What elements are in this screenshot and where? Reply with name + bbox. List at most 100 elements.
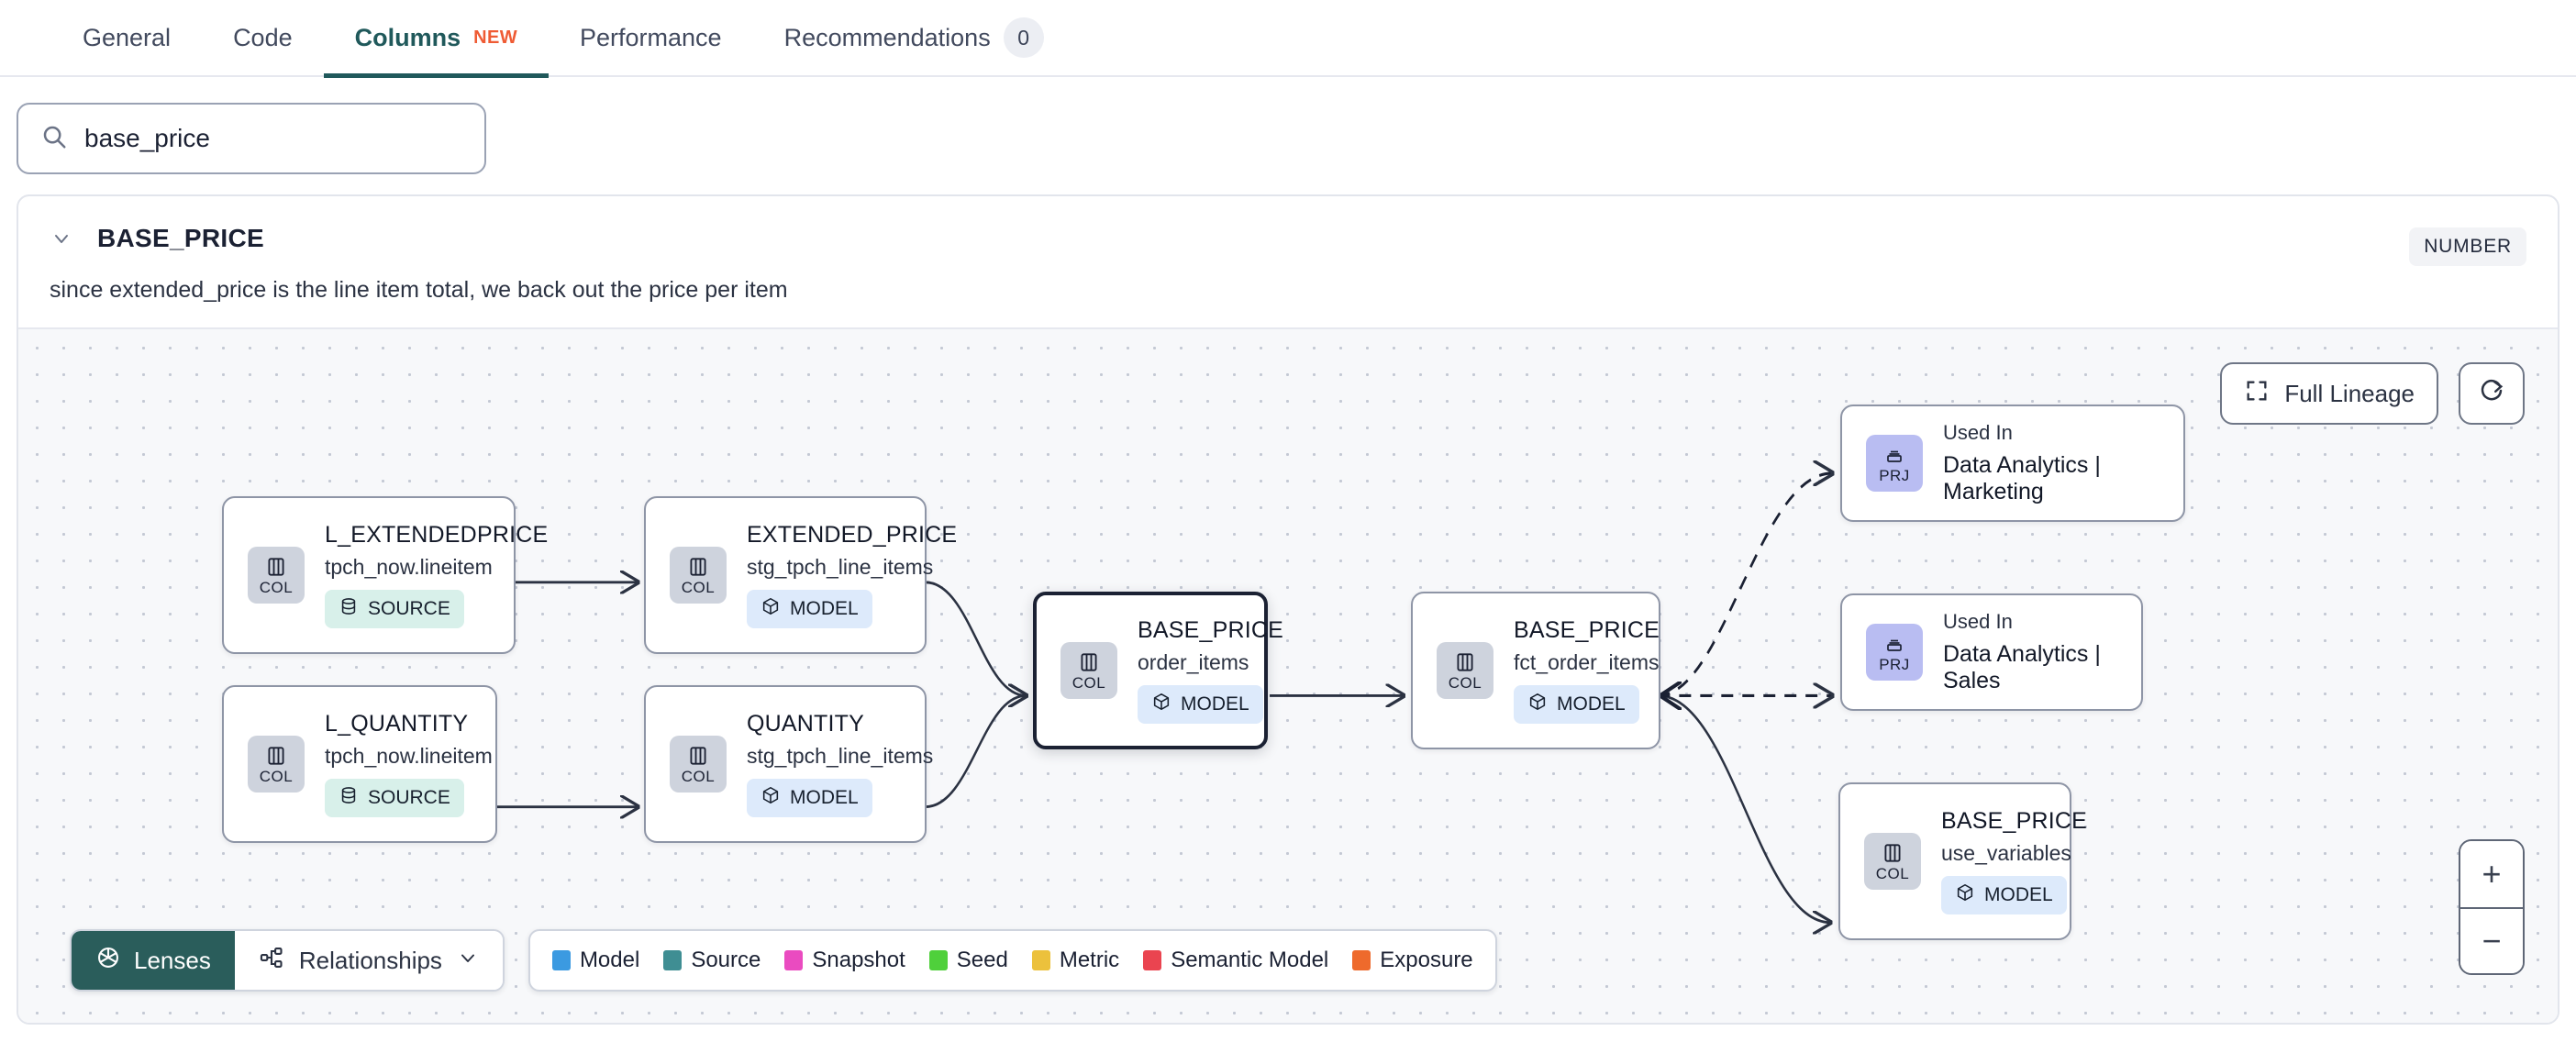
- node-subtitle: stg_tpch_line_items: [747, 555, 934, 579]
- lineage-node-quantity[interactable]: COL QUANTITY stg_tpch_line_items MODEL: [644, 685, 933, 843]
- new-badge: NEW: [473, 27, 517, 48]
- node-subtitle: stg_tpch_line_items: [747, 744, 934, 768]
- legend-item-seed: Seed: [928, 948, 1008, 973]
- legend-item-semantic-model: Semantic Model: [1143, 948, 1328, 973]
- relationships-button[interactable]: Relationships: [234, 931, 503, 990]
- cube-icon: [1527, 692, 1548, 717]
- lenses-group: Lenses Relationships: [70, 929, 505, 992]
- node-used-in-label: Used In: [1943, 421, 2013, 444]
- graph-icon: [259, 945, 284, 977]
- node-type-tag: MODEL: [747, 779, 872, 817]
- node-type-tag-label: MODEL: [1984, 884, 2053, 905]
- column-icon: COL: [670, 547, 727, 604]
- lineage-node-project-marketing[interactable]: PRJ Used In Data Analytics | Marketing: [1840, 405, 2185, 522]
- legend-swatch: [1143, 950, 1162, 970]
- node-subtitle: use_variables: [1941, 841, 2071, 865]
- canvas-bottom-bar: Lenses Relationships: [70, 929, 1497, 992]
- tab-label: Code: [233, 23, 293, 51]
- column-icon: COL: [248, 736, 305, 793]
- lineage-node-l-extendedprice[interactable]: COL L_EXTENDEDPRICE tpch_now.lineitem SO…: [222, 496, 548, 654]
- cube-icon: [761, 785, 781, 811]
- chevron-down-icon[interactable]: [50, 227, 73, 250]
- node-type-tag: MODEL: [747, 590, 872, 628]
- legend-item-metric: Metric: [1031, 948, 1119, 973]
- chevron-down-icon: [457, 947, 479, 975]
- database-icon: [339, 785, 359, 811]
- project-icon-label: PRJ: [1879, 467, 1910, 484]
- tab-label: Recommendations: [783, 23, 991, 51]
- lineage-node-extended-price[interactable]: COL EXTENDED_PRICE stg_tpch_line_items M…: [644, 496, 957, 654]
- tab-columns[interactable]: Columns NEW: [323, 0, 550, 78]
- lineage-node-base-price-fct-order-items[interactable]: COL BASE_PRICE fct_order_items MODEL: [1411, 592, 1660, 749]
- column-header: BASE_PRICE NUMBER: [18, 196, 2558, 266]
- aperture-icon: [95, 945, 121, 977]
- node-subtitle: tpch_now.lineitem: [325, 744, 493, 768]
- tab-performance[interactable]: Performance: [549, 0, 753, 76]
- column-description: since extended_price is the line item to…: [50, 277, 788, 303]
- lineage-node-base-price-use-variables[interactable]: COL BASE_PRICE use_variables MODEL: [1838, 782, 2087, 940]
- lineage-node-base-price-order-items[interactable]: COL BASE_PRICE order_items MODEL: [1033, 592, 1283, 749]
- column-type-badge: NUMBER: [2409, 227, 2526, 266]
- node-type-tag: SOURCE: [325, 590, 464, 628]
- legend-label: Source: [691, 948, 761, 972]
- search-area: [0, 77, 2576, 194]
- node-name: QUANTITY: [747, 711, 864, 737]
- lineage-edges: [496, 329, 2558, 1023]
- legend-label: Semantic Model: [1171, 948, 1329, 972]
- column-detail-card: BASE_PRICE NUMBER since extended_price i…: [17, 194, 2559, 1025]
- column-icon-label: COL: [259, 768, 294, 785]
- node-name: L_QUANTITY: [325, 711, 469, 737]
- node-name: Data Analytics | Sales: [1943, 641, 2101, 693]
- project-icon: PRJ: [1866, 435, 1923, 492]
- node-type-tag-label: MODEL: [1557, 693, 1626, 715]
- node-name: L_EXTENDEDPRICE: [325, 522, 549, 548]
- recommendations-count-badge: 0: [1003, 17, 1044, 58]
- legend-label: Exposure: [1380, 948, 1473, 972]
- lineage-node-project-sales[interactable]: PRJ Used In Data Analytics | Sales: [1840, 593, 2143, 711]
- tab-code[interactable]: Code: [202, 0, 324, 76]
- node-name: BASE_PRICE: [1941, 808, 2088, 834]
- refresh-button[interactable]: [2459, 362, 2525, 425]
- tab-label: General: [83, 23, 172, 51]
- node-type-tag: MODEL: [1941, 876, 2067, 914]
- node-name: BASE_PRICE: [1514, 617, 1660, 643]
- cube-icon: [1955, 882, 1975, 908]
- legend-item-snapshot: Snapshot: [784, 948, 905, 973]
- node-type-tag: MODEL: [1138, 685, 1263, 724]
- project-icon: PRJ: [1866, 624, 1923, 681]
- legend-swatch: [551, 950, 571, 970]
- relationships-label: Relationships: [298, 946, 442, 974]
- search-input[interactable]: [84, 124, 462, 153]
- search-box[interactable]: [17, 103, 486, 174]
- lenses-button[interactable]: Lenses: [72, 931, 235, 990]
- legend-item-model: Model: [551, 948, 640, 973]
- tab-bar: General Code Columns NEW Performance Rec…: [0, 0, 2576, 78]
- legend-swatch: [663, 950, 683, 970]
- zoom-out-button[interactable]: −: [2460, 907, 2523, 973]
- lineage-canvas[interactable]: COL L_EXTENDEDPRICE tpch_now.lineitem SO…: [18, 327, 2558, 1023]
- column-icon: COL: [248, 547, 305, 604]
- search-icon: [40, 123, 68, 155]
- tab-recommendations[interactable]: Recommendations 0: [753, 0, 1075, 76]
- zoom-in-button[interactable]: +: [2460, 841, 2523, 907]
- column-icon: COL: [1060, 642, 1117, 699]
- tab-general[interactable]: General: [51, 0, 202, 76]
- column-icon-label: COL: [1071, 674, 1106, 692]
- cube-icon: [761, 596, 781, 622]
- node-name: BASE_PRICE: [1138, 617, 1284, 643]
- tab-label: Columns: [354, 23, 461, 51]
- column-icon-label: COL: [1448, 674, 1482, 692]
- column-icon-label: COL: [259, 579, 294, 596]
- full-lineage-button[interactable]: Full Lineage: [2220, 362, 2438, 425]
- legend-swatch: [784, 950, 804, 970]
- database-icon: [339, 596, 359, 622]
- full-lineage-label: Full Lineage: [2284, 379, 2415, 407]
- legend-label: Model: [579, 948, 640, 972]
- node-type-tag-label: SOURCE: [368, 787, 450, 808]
- legend-item-source: Source: [663, 948, 761, 973]
- node-name: Data Analytics | Marketing: [1943, 452, 2101, 504]
- legend-label: Snapshot: [812, 948, 905, 972]
- column-icon: COL: [1864, 833, 1921, 890]
- lineage-node-l-quantity[interactable]: COL L_QUANTITY tpch_now.lineitem SOURCE: [222, 685, 497, 843]
- refresh-icon: [2478, 377, 2505, 411]
